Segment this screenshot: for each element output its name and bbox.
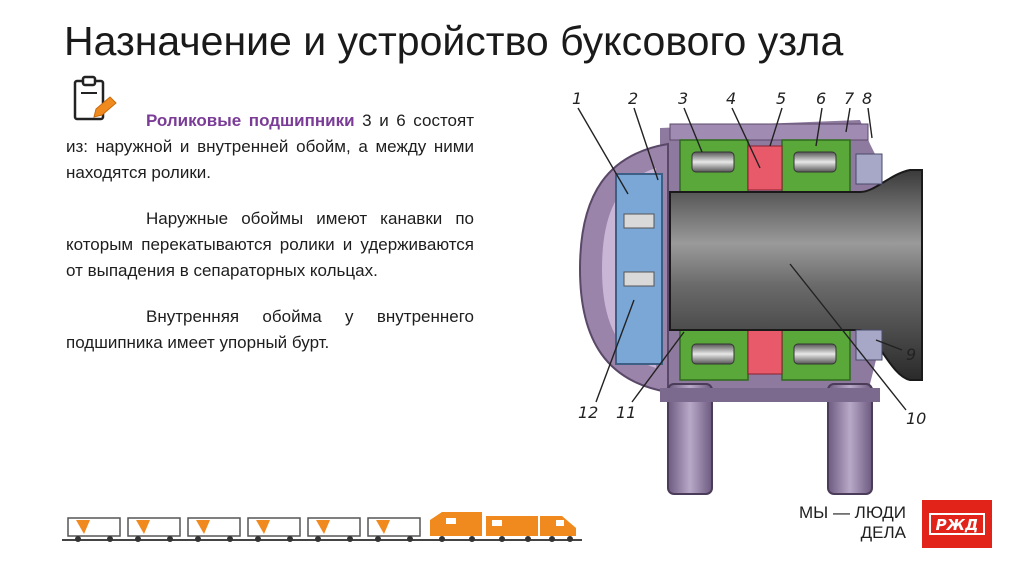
callout-6: 6 xyxy=(816,89,826,108)
train-illustration-icon xyxy=(62,506,582,546)
callout-7: 7 xyxy=(844,89,855,108)
front-plate xyxy=(616,174,662,364)
paragraph-bearings: Роликовые подшипники 3 и 6 состоят из: н… xyxy=(66,108,474,186)
paragraph-outer-rings: Наружные обоймы имеют канавки по которым… xyxy=(66,206,474,284)
callout-5: 5 xyxy=(776,89,786,108)
callout-2: 2 xyxy=(628,89,638,108)
callout-9: 9 xyxy=(906,345,916,364)
callout-3: 3 xyxy=(678,89,688,108)
rzd-logo-icon: РЖД xyxy=(922,500,992,548)
spacer-bottom xyxy=(748,330,782,374)
slide-title: Назначение и устройство буксового узла xyxy=(64,18,843,65)
description-text: Роликовые подшипники 3 и 6 состоят из: н… xyxy=(66,108,474,376)
highlight-term: Роликовые подшипники xyxy=(146,111,355,130)
callout-10: 10 xyxy=(906,409,926,428)
slogan-line-1: МЫ — ЛЮДИ xyxy=(770,503,906,523)
callout-12: 12 xyxy=(578,403,598,422)
callout-1: 1 xyxy=(572,89,582,108)
callout-11: 11 xyxy=(616,403,636,422)
callout-8: 8 xyxy=(862,89,872,108)
svg-text:РЖД: РЖД xyxy=(936,516,979,534)
axle-box-diagram: 1 2 3 4 5 6 7 8 9 10 11 12 xyxy=(560,84,956,504)
slogan-line-2: ДЕЛА xyxy=(770,523,906,543)
paragraph-inner-ring: Внутренняя обойма у внутреннего подшипни… xyxy=(66,304,474,356)
callout-4: 4 xyxy=(726,89,736,108)
footer-slogan: МЫ — ЛЮДИ ДЕЛА xyxy=(770,503,906,543)
